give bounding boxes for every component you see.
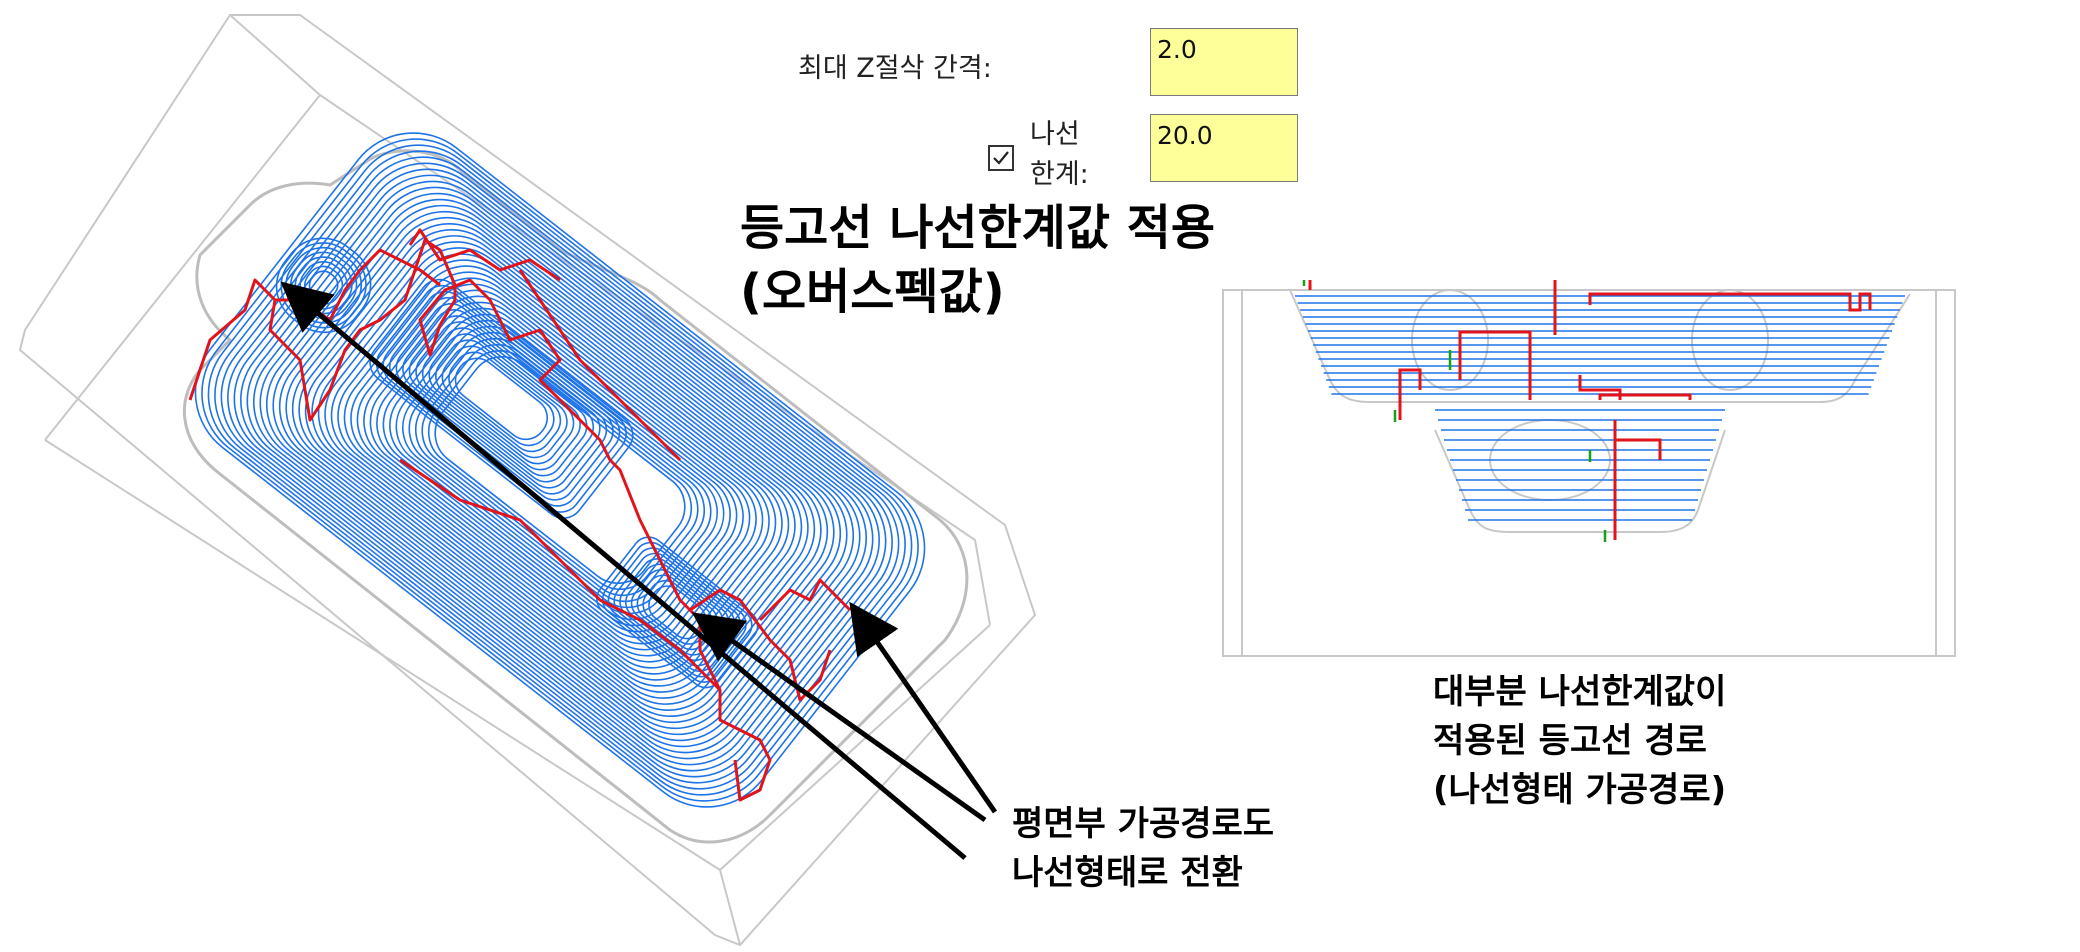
toolpath-ring xyxy=(369,295,751,645)
arrow-to-pocket-side xyxy=(849,601,998,814)
toolpath-ring xyxy=(285,216,835,724)
heading-line2: (오버스펙값) xyxy=(740,264,1005,320)
toolpath-ring xyxy=(201,138,919,802)
contour-toolpath xyxy=(194,132,926,808)
spiral-limit-checkbox[interactable] xyxy=(988,145,1014,171)
toolpath-ring xyxy=(207,144,913,796)
toolpath-ring xyxy=(324,253,796,687)
toolpath-ring xyxy=(389,313,731,627)
spiral-limit-label-line1: 나선 xyxy=(1030,119,1080,150)
side-caption-line2: 적용된 등고선 경로 xyxy=(1433,721,1707,761)
toolpath-ring xyxy=(448,351,555,447)
toolpath-ring xyxy=(435,339,568,459)
arrow-to-pocket-top xyxy=(280,281,967,860)
flat-caption-line2: 나선형태로 전환 xyxy=(1012,853,1243,893)
toolpath-ring xyxy=(382,307,738,633)
toolpath-ring xyxy=(240,174,880,766)
side-caption-line1: 대부분 나선한계값이 xyxy=(1433,672,1727,712)
max-z-step-input[interactable]: 2.0 xyxy=(1150,28,1298,96)
toolpath-ring xyxy=(278,210,842,730)
toolpath-ring xyxy=(369,278,634,519)
side-contour-toolpath xyxy=(1295,295,1905,521)
check-icon xyxy=(993,151,1009,165)
flat-caption-line1: 평면부 가공경로도 xyxy=(1012,804,1275,844)
toolpath-ring xyxy=(454,357,549,441)
max-z-step-label: 최대 Z절삭 간격: xyxy=(798,53,992,84)
toolpath-ring xyxy=(395,303,608,495)
side-link-moves xyxy=(1308,280,1872,540)
toolpath-ring xyxy=(441,345,562,453)
toolpath-ring xyxy=(265,198,855,742)
side-wireframe xyxy=(1222,289,1956,657)
toolpath-ring xyxy=(337,265,783,675)
heading-line1: 등고선 나선한계값 적용 xyxy=(740,200,1216,256)
toolpath-ring xyxy=(363,289,757,651)
spiral-limit-label-line2: 한계: xyxy=(1030,159,1089,190)
toolpath-ring xyxy=(220,156,900,784)
toolpath-ring xyxy=(428,333,575,465)
toolpath-ring xyxy=(194,132,926,808)
toolpath-ring xyxy=(343,271,777,669)
toolpath-ring xyxy=(350,277,770,663)
arrow-to-pocket-bottom xyxy=(691,612,987,823)
toolpath-ring xyxy=(375,284,627,513)
side-section-view[interactable] xyxy=(1220,280,1960,670)
iso-3d-view[interactable] xyxy=(0,0,1060,952)
toolpath-ring xyxy=(421,327,581,471)
spiral-limit-input[interactable]: 20.0 xyxy=(1150,114,1298,182)
toolpath-ring xyxy=(227,162,893,778)
cavity-outline xyxy=(182,149,969,844)
side-entry-marks xyxy=(1302,280,1607,542)
side-caption-line3: (나선형태 가공경로) xyxy=(1433,770,1727,810)
toolpath-ring xyxy=(330,259,790,681)
toolpath-ring xyxy=(402,309,601,489)
